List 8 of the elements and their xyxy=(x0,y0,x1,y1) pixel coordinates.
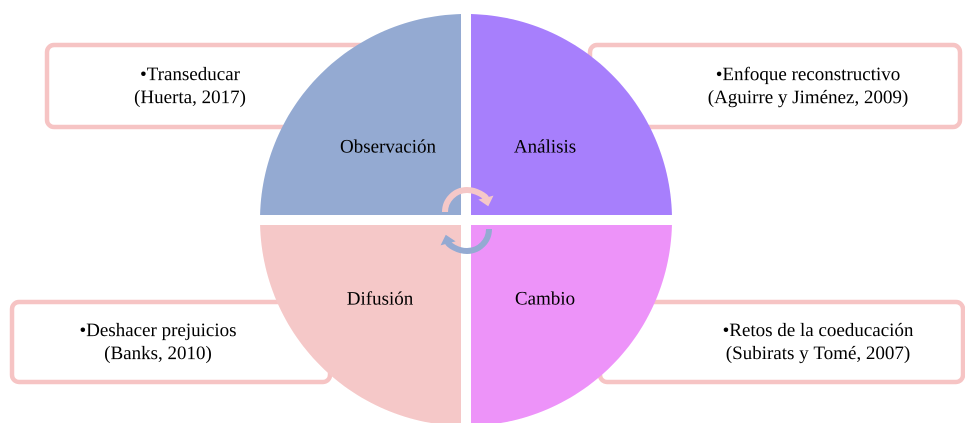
quadrant: Observación xyxy=(260,14,461,215)
text-box: •Deshacer prejuicios (Banks, 2010) xyxy=(10,300,332,384)
text-box: •Enfoque reconstructivo (Aguirre y Jiménez, 2009) xyxy=(588,42,962,130)
text-box: •Retos de la coeducación (Subirats y Tomé, 2007) xyxy=(598,300,965,384)
cycle-arrow xyxy=(440,228,492,254)
quadrant: Análisis xyxy=(471,14,672,215)
quadrant: Difusión xyxy=(260,225,461,423)
quadrant: Cambio xyxy=(471,225,672,423)
